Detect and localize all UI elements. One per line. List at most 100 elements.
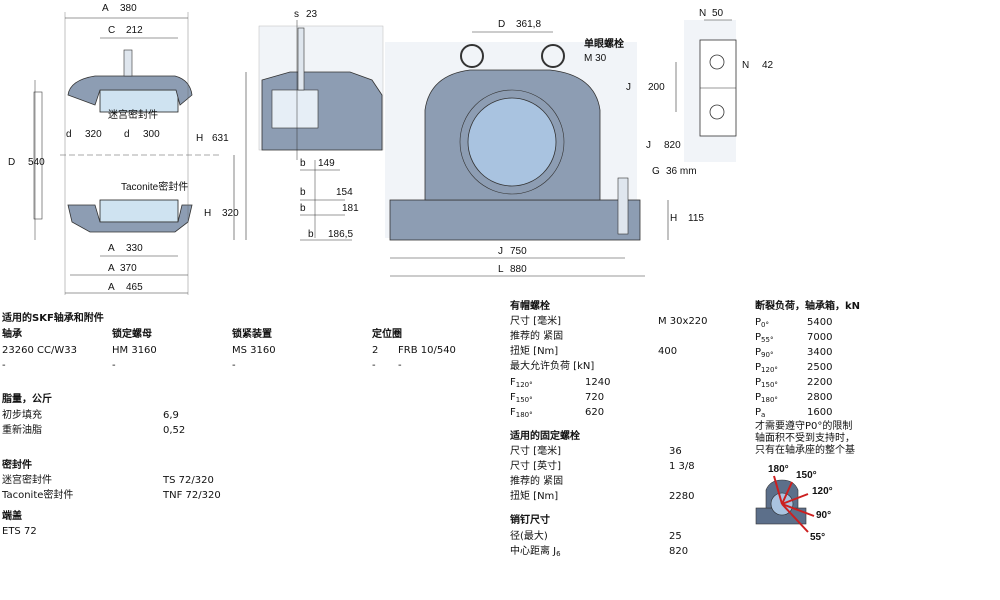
p-value: 3400 <box>807 347 833 358</box>
p-symbol: P <box>755 347 762 358</box>
table-cell: - <box>2 360 6 371</box>
dim-a-label: A <box>108 263 115 274</box>
p-value: 2200 <box>807 377 833 388</box>
p-subscript: 120° <box>761 366 778 374</box>
seal-value: TS 72/320 <box>163 475 214 486</box>
dowel-subscript: 6 <box>556 550 561 558</box>
p-subscript: 150° <box>761 381 778 389</box>
p-label: P180° <box>755 391 778 407</box>
p-subscript: 55° <box>761 336 774 344</box>
dim-ba-min-label: b <box>300 187 306 198</box>
dim-ba-max-value: 181 <box>342 203 359 214</box>
p-label: P120° <box>755 361 778 377</box>
dim-db-big-label: D <box>498 19 505 30</box>
dowel-label: 径(最大) <box>510 531 548 542</box>
grease-value: 6,9 <box>163 410 179 421</box>
dim-ca-value: 212 <box>126 25 143 36</box>
fix-label: 扭矩 [Nm] <box>510 491 559 502</box>
cap-label: 尺寸 [毫米] <box>510 316 561 327</box>
p-symbol: P <box>755 407 762 418</box>
grease-title: 脂量，公斤 <box>2 394 52 405</box>
dowel-label: 中心距离 J6 <box>510 545 561 561</box>
table-cell: - <box>112 360 116 371</box>
technical-drawings: A 380 C 212 迷宫密封件 d 320 d 300 H 631 D 54… <box>8 3 774 295</box>
dim-l-value: 880 <box>510 264 527 275</box>
load-direction-diagram: 180° 150° 120° 90° 55° <box>755 464 833 542</box>
dim-g-label: G <box>652 166 660 177</box>
dowel-label-text: 中心距离 J <box>510 546 557 557</box>
cap-label: 推荐的 紧固 <box>510 331 564 342</box>
table-cell: - <box>398 360 402 371</box>
dim-a2-value: 380 <box>120 3 137 14</box>
top-view-detail <box>675 19 737 162</box>
grease-label: 初步填充 <box>2 410 42 421</box>
dim-bc-value: 186,5 <box>328 229 353 240</box>
dim-j-value: 750 <box>510 246 527 257</box>
col1-header-lockdevice: 锁紧装置 <box>232 329 272 340</box>
load-subscript: 150° <box>515 396 533 404</box>
dim-da-small-label: d <box>124 129 130 140</box>
col1-header-ring: 定位圈 <box>372 329 402 340</box>
seal-taconite-label: Taconite密封件 <box>121 180 188 193</box>
load-value: 720 <box>585 392 605 403</box>
load-symbol: F <box>510 377 516 388</box>
dim-s-label: s <box>294 9 299 20</box>
p-value: 5400 <box>807 317 833 328</box>
fix-label: 尺寸 [毫米] <box>510 446 561 457</box>
dim-a2-label: A <box>102 3 109 14</box>
dim-h-value: 631 <box>212 133 229 144</box>
p-value: 1600 <box>807 407 833 418</box>
dowel-title: 销钉尺寸 <box>510 515 550 526</box>
dim-h1-value: 320 <box>222 208 239 219</box>
eyebolt-size: M 30 <box>584 53 607 64</box>
cap-bolt-title: 有帽螺栓 <box>510 301 550 312</box>
seal-labyrinth-label: 迷宫密封件 <box>108 108 158 121</box>
p-subscript: a <box>761 411 766 419</box>
endcover-title: 端盖 <box>2 511 22 522</box>
fix-bolt-title: 适用的固定螺栓 <box>510 431 580 442</box>
table-cell: 23260 CC/W33 <box>2 345 77 356</box>
p-label: P55° <box>755 331 773 347</box>
note-line: 轴面积不受到支持时， <box>755 433 855 444</box>
dim-s-value: 23 <box>306 9 318 20</box>
dim-n-value: 50 <box>712 8 724 19</box>
p-value: 7000 <box>807 332 833 343</box>
cap-value: 400 <box>658 346 678 357</box>
grease-label: 重新油脂 <box>2 425 42 436</box>
dim-h-label: H <box>196 133 203 144</box>
dim-n1-value: 42 <box>762 60 774 71</box>
table-cell: - <box>232 360 236 371</box>
load-label: F120° <box>510 376 533 392</box>
p-subscript: 90° <box>761 351 774 359</box>
cap-label: 最大允许负荷 [kN] <box>510 361 595 372</box>
p-subscript: 180° <box>761 396 778 404</box>
dim-j1-value: 200 <box>648 82 665 93</box>
side-partial-view <box>258 20 384 241</box>
dim-a1-label: A <box>108 243 115 254</box>
p-label: P0° <box>755 316 769 332</box>
front-view <box>385 31 669 277</box>
table-cell: FRB 10/540 <box>398 345 456 356</box>
table-cell: HM 3160 <box>112 345 157 356</box>
dim-bc-label: b <box>308 229 314 240</box>
p-value: 2500 <box>807 362 833 373</box>
seal-label: 迷宫密封件 <box>2 475 52 486</box>
angle-label: 120° <box>812 486 833 497</box>
p-symbol: P <box>755 362 762 373</box>
dim-da-small-value: 300 <box>143 129 160 140</box>
table-cell: - <box>372 360 376 371</box>
fix-value: 2280 <box>669 491 695 502</box>
fix-label: 尺寸 [英寸] <box>510 461 561 472</box>
dim-ca-label: C <box>108 25 115 36</box>
fix-value: 36 <box>669 446 682 457</box>
p-label: P150° <box>755 376 778 392</box>
dim-h2-label: H <box>670 213 677 224</box>
col1-title: 适用的SKF轴承和附件 <box>2 313 104 324</box>
dim-a1-value: 330 <box>126 243 143 254</box>
p-symbol: P <box>755 332 762 343</box>
dim-l-label: L <box>498 264 504 275</box>
table-cell: MS 3160 <box>232 345 276 356</box>
load-subscript: 180° <box>515 411 533 419</box>
cap-value: M 30x220 <box>658 316 708 327</box>
dim-da-value: 540 <box>28 157 45 168</box>
